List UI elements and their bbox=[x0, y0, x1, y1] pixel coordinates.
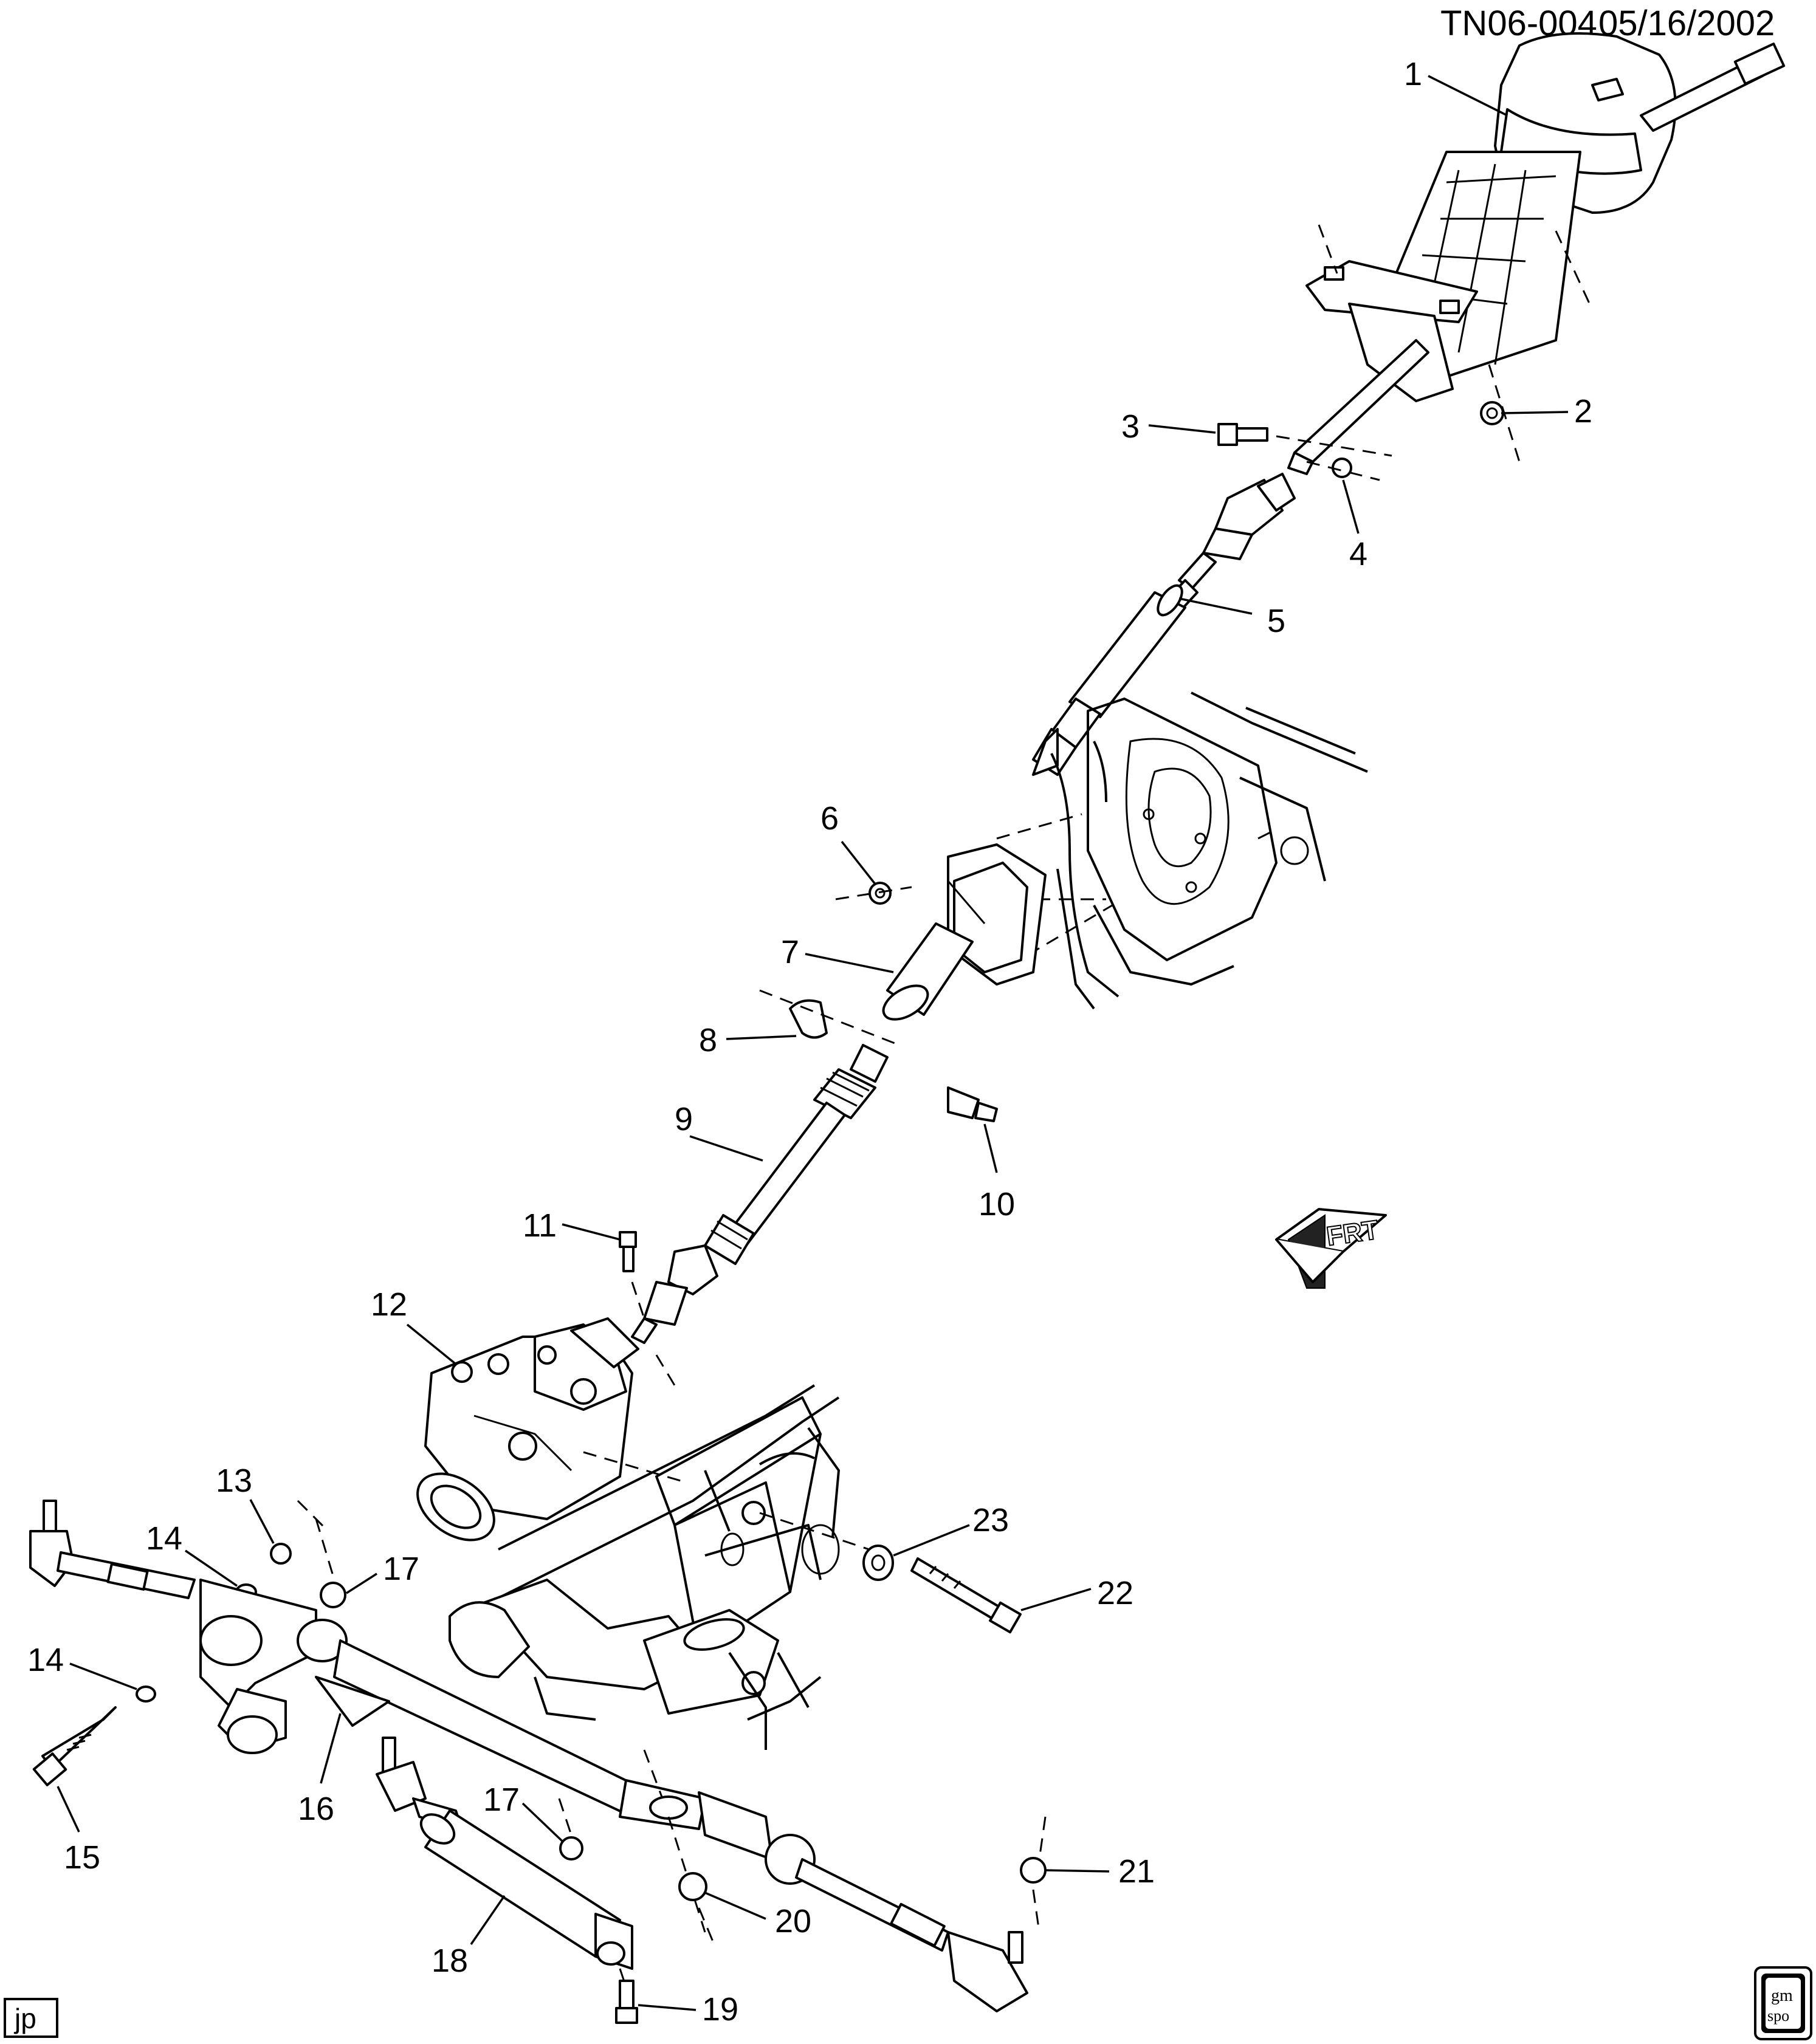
steering-column-seal bbox=[882, 843, 1047, 1021]
nut-20 bbox=[678, 1872, 715, 1945]
nut-2 bbox=[1480, 401, 1504, 425]
callout-labels: 1 2 3 4 5 6 7 8 9 10 11 12 13 14 14 15 1… bbox=[27, 56, 1592, 2028]
callout-7: 7 bbox=[781, 934, 799, 970]
frame-rail bbox=[449, 1384, 870, 1750]
callout-14-lower: 14 bbox=[27, 1642, 64, 1678]
leader-lines bbox=[57, 75, 1569, 2011]
drawing-date: 05/16/2002 bbox=[1598, 4, 1775, 43]
callout-17-upper: 17 bbox=[383, 1551, 419, 1587]
nut-4 bbox=[1306, 458, 1380, 481]
nut-13 bbox=[270, 1500, 329, 1565]
callout-10: 10 bbox=[979, 1186, 1015, 1223]
callout-12: 12 bbox=[371, 1286, 407, 1323]
callout-23: 23 bbox=[972, 1502, 1009, 1538]
front-direction-arrow-icon: FRT bbox=[1275, 1208, 1387, 1289]
callout-3: 3 bbox=[1121, 408, 1140, 445]
callout-8: 8 bbox=[699, 1022, 717, 1058]
callout-16: 16 bbox=[298, 1791, 334, 1827]
callout-13: 13 bbox=[216, 1463, 252, 1499]
logo-text-spo: spo bbox=[1767, 2007, 1789, 2025]
bolt-22 bbox=[910, 1557, 1022, 1634]
callout-21: 21 bbox=[1118, 1853, 1155, 1890]
steering-column bbox=[1287, 32, 1786, 475]
steering-linkage bbox=[29, 1500, 1040, 2012]
steering-damper bbox=[376, 1737, 633, 1970]
gm-spo-logo: gm spo bbox=[1754, 1966, 1812, 2040]
callout-14-upper: 14 bbox=[146, 1520, 182, 1557]
bolt-15 bbox=[32, 1706, 117, 1786]
clip-8 bbox=[759, 989, 900, 1046]
callout-20: 20 bbox=[775, 1903, 811, 1939]
bolt-3 bbox=[1217, 423, 1392, 457]
initials-box: jp bbox=[4, 1998, 58, 2038]
bolt-11 bbox=[619, 1231, 645, 1319]
initials-text: jp bbox=[13, 2003, 36, 2034]
callout-15: 15 bbox=[64, 1839, 100, 1876]
steering-gear bbox=[416, 1317, 687, 1542]
callout-22: 22 bbox=[1097, 1575, 1133, 1611]
callout-4: 4 bbox=[1349, 536, 1367, 572]
nut-6 bbox=[835, 882, 912, 905]
bolt-19 bbox=[615, 1968, 638, 2024]
callout-9: 9 bbox=[675, 1101, 693, 1137]
firewall-structure bbox=[996, 691, 1368, 1010]
callout-2: 2 bbox=[1574, 393, 1592, 430]
logo-text-gm: gm bbox=[1771, 1986, 1793, 2005]
callout-1: 1 bbox=[1404, 56, 1422, 92]
callout-5: 5 bbox=[1267, 603, 1285, 639]
callout-18: 18 bbox=[432, 1943, 468, 1979]
nut-17-upper bbox=[315, 1518, 346, 1608]
callout-11: 11 bbox=[523, 1207, 557, 1244]
intermediate-shaft-upper bbox=[1032, 473, 1296, 776]
callout-6: 6 bbox=[820, 800, 839, 837]
nut-17-lower bbox=[558, 1798, 583, 1861]
nut-21 bbox=[1020, 1816, 1047, 1884]
bolt-10 bbox=[947, 1086, 998, 1122]
washer-23 bbox=[862, 1545, 894, 1581]
intermediate-shaft-lower bbox=[631, 1044, 889, 1344]
washer-14-lower bbox=[136, 1686, 156, 1703]
callout-17-lower: 17 bbox=[483, 1782, 520, 1818]
frt-label: FRT bbox=[1325, 1215, 1381, 1251]
callout-19: 19 bbox=[702, 1991, 738, 2028]
